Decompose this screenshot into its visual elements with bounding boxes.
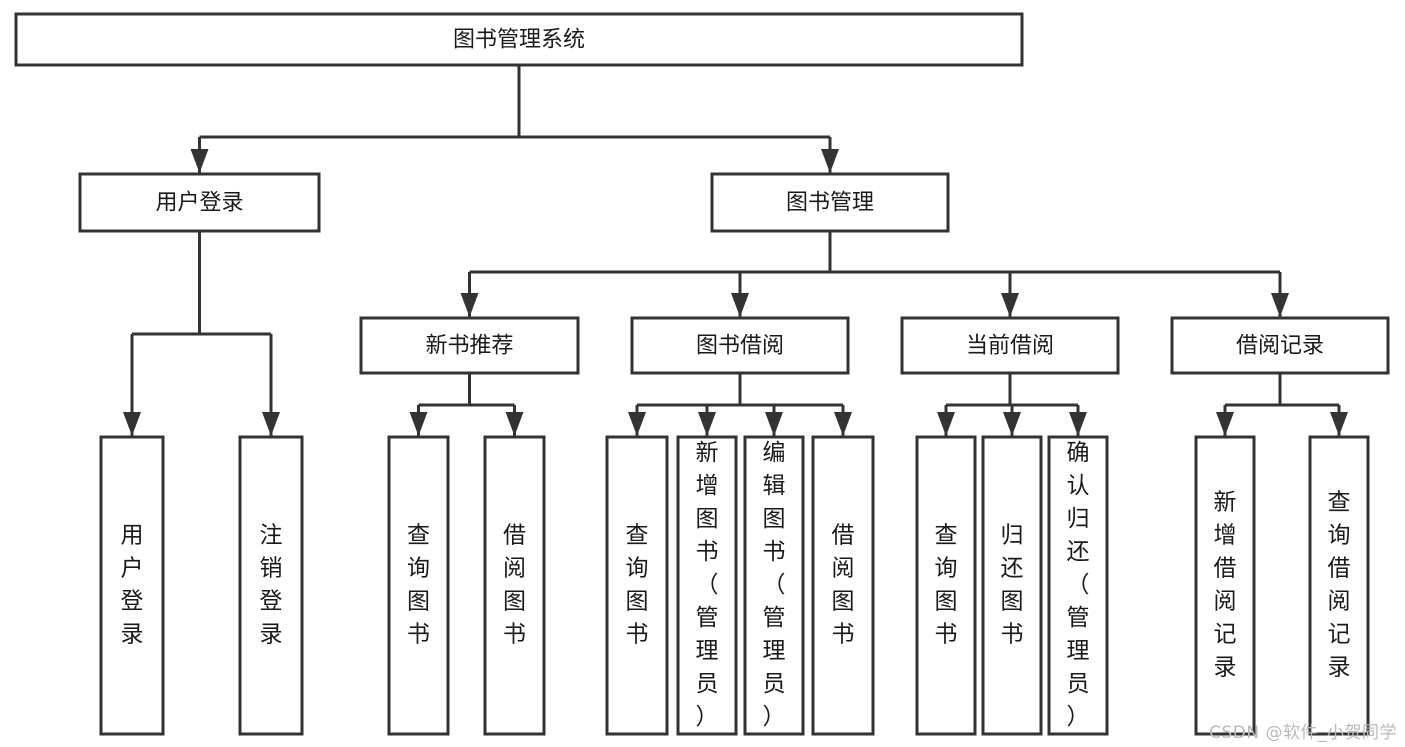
node-current-borrow-label: 当前借阅	[966, 334, 1054, 359]
node-new-book-recommend-box	[359, 316, 580, 375]
node-leaf-user-login-label: 用户登录	[121, 523, 144, 648]
node-leaf-user-login-box	[99, 435, 165, 736]
node-user-login[interactable]: 用户登录	[78, 172, 321, 233]
node-leaf-query-book-recommend-label: 查询图书	[407, 523, 430, 648]
node-leaf-return-book-label: 归还图书	[1001, 523, 1024, 648]
node-leaf-query-book-current[interactable]: 查询图书	[915, 435, 977, 736]
node-leaf-user-login[interactable]: 用户登录	[99, 435, 165, 736]
arrow-head-icon	[628, 412, 646, 436]
node-borrow-record[interactable]: 借阅记录	[1170, 316, 1390, 375]
arrow-head-icon	[1001, 293, 1019, 317]
node-leaf-add-borrow-record-box	[1194, 435, 1256, 736]
node-user-login-box	[78, 172, 321, 233]
node-leaf-edit-book-admin-label: 编辑图书（管理员）	[763, 440, 786, 730]
arrow-head-icon	[190, 149, 209, 173]
arrow-head-icon	[1003, 412, 1021, 436]
node-root-root-label: 图书管理系统	[453, 28, 585, 53]
node-leaf-query-book-recommend-box	[387, 435, 450, 736]
arrow-head-icon	[731, 293, 749, 317]
node-current-borrow-box	[900, 316, 1120, 375]
arrow-head-icon	[834, 412, 852, 436]
node-leaf-query-book-borrow[interactable]: 查询图书	[605, 435, 669, 736]
node-leaf-borrow-book[interactable]: 借阅图书	[811, 435, 875, 736]
node-leaf-query-book-current-label: 查询图书	[935, 523, 958, 648]
node-leaf-borrow-book-recommend[interactable]: 借阅图书	[483, 435, 546, 736]
node-layer: 图书管理系统用户登录图书管理新书推荐图书借阅当前借阅借阅记录用户登录注销登录查询…	[14, 12, 1390, 736]
arrow-head-icon	[698, 412, 716, 436]
node-new-book-recommend[interactable]: 新书推荐	[359, 316, 580, 375]
arrow-head-icon	[262, 412, 280, 436]
node-leaf-add-book-admin[interactable]: 新增图书（管理员）	[676, 435, 738, 736]
node-book-management[interactable]: 图书管理	[710, 172, 950, 233]
node-book-borrow-label: 图书借阅	[696, 334, 784, 359]
node-leaf-add-borrow-record-label: 新增借阅记录	[1214, 490, 1237, 681]
node-current-borrow[interactable]: 当前借阅	[900, 316, 1120, 375]
node-leaf-edit-book-admin-box	[743, 435, 805, 736]
node-leaf-query-borrow-record-label: 查询借阅记录	[1328, 490, 1351, 681]
arrow-head-icon	[937, 412, 955, 436]
node-leaf-logout-login[interactable]: 注销登录	[238, 435, 304, 736]
node-new-book-recommend-label: 新书推荐	[425, 334, 513, 359]
arrow-head-icon	[1330, 412, 1348, 436]
node-leaf-borrow-book-recommend-box	[483, 435, 546, 736]
node-leaf-query-book-borrow-box	[605, 435, 669, 736]
node-book-borrow[interactable]: 图书借阅	[630, 316, 850, 375]
node-borrow-record-box	[1170, 316, 1390, 375]
node-leaf-add-book-admin-label: 新增图书（管理员）	[696, 440, 719, 730]
node-leaf-borrow-book-recommend-label: 借阅图书	[503, 523, 526, 648]
node-leaf-edit-book-admin[interactable]: 编辑图书（管理员）	[743, 435, 805, 736]
node-leaf-confirm-return-admin[interactable]: 确认归还（管理员）	[1047, 435, 1109, 736]
arrow-head-icon	[1271, 293, 1289, 317]
node-leaf-query-book-recommend[interactable]: 查询图书	[387, 435, 450, 736]
node-leaf-query-book-current-box	[915, 435, 977, 736]
arrow-head-icon	[460, 293, 479, 317]
arrow-head-icon	[1069, 412, 1087, 436]
node-leaf-borrow-book-label: 借阅图书	[832, 523, 855, 648]
node-leaf-add-borrow-record[interactable]: 新增借阅记录	[1194, 435, 1256, 736]
arrow-head-icon	[123, 412, 141, 436]
node-leaf-return-book[interactable]: 归还图书	[981, 435, 1043, 736]
node-leaf-query-borrow-record-box	[1308, 435, 1370, 736]
node-leaf-query-borrow-record[interactable]: 查询借阅记录	[1308, 435, 1370, 736]
connector-layer	[123, 65, 1348, 436]
node-leaf-return-book-box	[981, 435, 1043, 736]
node-book-management-label: 图书管理	[786, 191, 874, 216]
node-leaf-logout-login-box	[238, 435, 304, 736]
node-leaf-logout-login-label: 注销登录	[260, 523, 283, 648]
node-leaf-confirm-return-admin-box	[1047, 435, 1109, 736]
arrow-head-icon	[409, 412, 428, 436]
node-borrow-record-label: 借阅记录	[1236, 334, 1324, 359]
arrow-head-icon	[765, 412, 783, 436]
arrow-head-icon	[1216, 412, 1234, 436]
node-leaf-borrow-book-box	[811, 435, 875, 736]
node-root-root-box	[14, 12, 1024, 67]
node-root-root[interactable]: 图书管理系统	[14, 12, 1024, 67]
node-leaf-query-book-borrow-label: 查询图书	[626, 523, 649, 648]
arrow-head-icon	[821, 149, 839, 173]
node-book-borrow-box	[630, 316, 850, 375]
node-book-management-box	[710, 172, 950, 233]
arrow-head-icon	[505, 412, 524, 436]
node-leaf-confirm-return-admin-label: 确认归还（管理员）	[1067, 440, 1090, 730]
node-user-login-label: 用户登录	[155, 191, 243, 216]
node-leaf-add-book-admin-box	[676, 435, 738, 736]
